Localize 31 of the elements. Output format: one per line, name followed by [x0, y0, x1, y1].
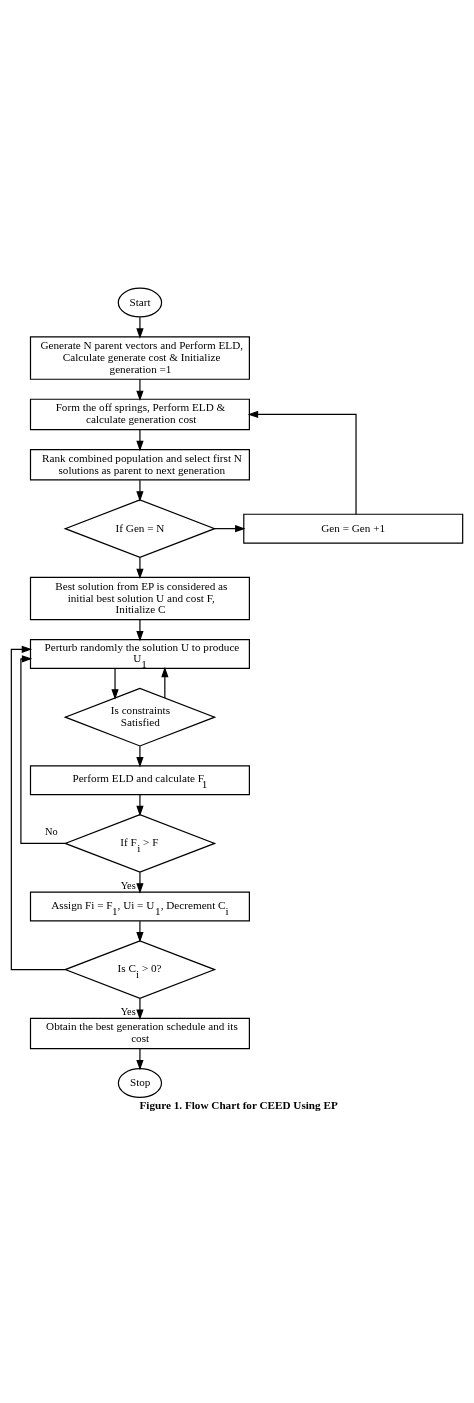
arrow: [136, 745, 144, 767]
arrow: [136, 479, 144, 502]
arrow: [136, 997, 144, 1020]
node-box: Gen = Gen +1: [243, 513, 464, 544]
arrow: [136, 920, 144, 942]
arrow: [136, 316, 144, 339]
arrow: [214, 524, 246, 532]
node-ellipse: Start: [117, 287, 163, 318]
arrow: [161, 666, 169, 698]
edge-label: Yes: [120, 879, 136, 891]
arrow: [136, 871, 144, 894]
arrow: [111, 667, 119, 700]
arrow: [20, 654, 66, 844]
arrow: [247, 410, 357, 515]
arrow: [136, 1047, 144, 1070]
node-box: Generate N parent vectors and Perform ELD, Calculate generate cost & Initialize generation =1: [29, 335, 250, 380]
node-box: Rank combined population and select first N solutions as parent to next generation: [29, 448, 250, 481]
node-box: Obtain the best generation schedule and its cost: [29, 1017, 250, 1049]
caption: Figure 1. Flow Chart for CEED Using EP: [139, 1098, 338, 1111]
arrow: [136, 618, 144, 641]
node-ellipse: Stop: [117, 1067, 163, 1098]
arrow: [10, 645, 66, 970]
edge-label: Yes: [120, 1005, 136, 1017]
arrow: [136, 428, 144, 451]
node-box: Best solution from EP is considered as initial best solution U and cost F, Initialize C: [29, 576, 250, 620]
edge-label: No: [44, 825, 58, 837]
node-box: Form the off springs, Perform ELD & calculate generation cost: [29, 398, 250, 430]
arrow: [136, 793, 144, 816]
arrow: [136, 556, 144, 579]
arrow: [136, 378, 144, 401]
node-diamond: If Gen = N: [63, 498, 217, 558]
